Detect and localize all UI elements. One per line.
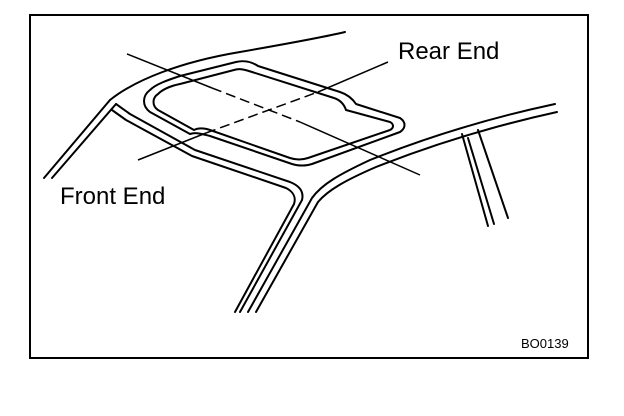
axis-line-solid-lower <box>299 121 421 176</box>
front-end-leader-dashed <box>205 91 319 134</box>
windshield-left-edge-inner <box>51 103 117 179</box>
rear-pillar-right <box>477 129 509 219</box>
figure-code-label: BO0139 <box>521 336 569 351</box>
roof-front-rim <box>115 103 304 313</box>
rear-end-label: Rear End <box>398 38 500 65</box>
roof-front-rim-inner <box>111 109 296 313</box>
diagram-frame <box>29 14 589 359</box>
axis-line-solid-upper <box>126 53 213 89</box>
roof-side-edge-inner <box>255 111 558 313</box>
windshield-left-edge <box>43 99 111 179</box>
front-end-leader-solid-lower <box>137 132 207 161</box>
rear-end-leader-solid-upper <box>317 61 389 93</box>
roof-side-edge-outer <box>247 103 556 313</box>
roof-front-outline <box>109 31 346 101</box>
front-end-label: Front End <box>60 183 166 210</box>
sunroof-panel-outer <box>143 60 406 167</box>
axis-line-dashed <box>211 87 301 123</box>
rear-pillar-left <box>461 133 489 227</box>
sunroof-panel-inner <box>152 68 394 161</box>
rear-pillar-inner <box>467 137 495 225</box>
